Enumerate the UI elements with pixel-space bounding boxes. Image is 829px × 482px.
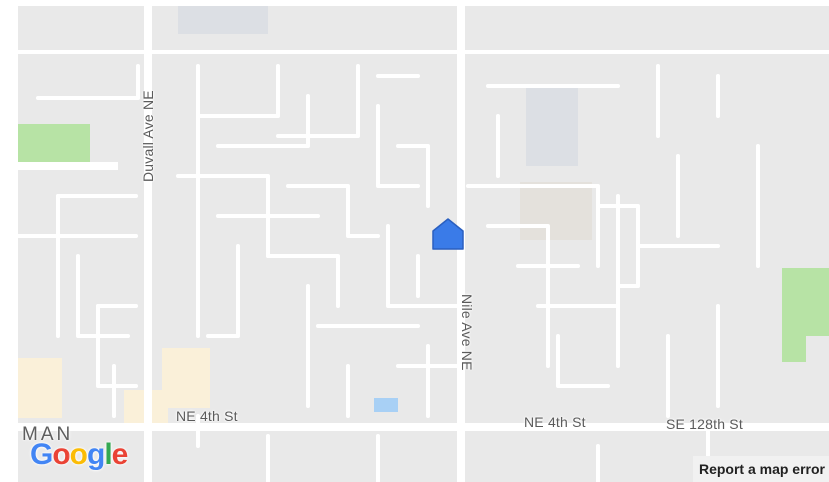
google-logo-letter: e <box>111 438 129 471</box>
water-area <box>374 398 398 412</box>
building-area-3 <box>178 6 268 34</box>
park-area-west <box>18 124 90 164</box>
commercial-area-2 <box>18 358 62 418</box>
street-label-nile-ave: Nile Ave NE <box>459 294 475 371</box>
building-area-1 <box>526 86 578 166</box>
park-area-east <box>782 268 829 362</box>
street-label-ne-4th-st-west: NE 4th St <box>176 408 238 424</box>
minor-roads <box>18 50 829 482</box>
google-logo-letter: G <box>30 438 53 471</box>
home-icon[interactable] <box>430 216 466 252</box>
google-logo-letter: g <box>87 438 105 471</box>
street-label-se-128th-st: SE 128th St <box>666 416 743 432</box>
google-logo-letter: l <box>104 438 112 471</box>
major-roads <box>18 6 829 482</box>
commercial-area-1 <box>162 348 210 408</box>
report-map-error-link[interactable]: Report a map error <box>692 456 829 482</box>
google-logo-letter: o <box>69 438 88 471</box>
street-label-ne-4th-st-east: NE 4th St <box>524 414 586 430</box>
google-logo-letter: o <box>52 438 70 471</box>
place-label: MAN <box>22 424 74 445</box>
building-area-2 <box>520 182 592 240</box>
street-label-duvall-ave: Duvall Ave NE <box>140 90 156 182</box>
google-logo[interactable]: Google <box>30 438 129 472</box>
map-base-layer[interactable] <box>18 6 829 482</box>
map-canvas[interactable]: Duvall Ave NE Nile Ave NE NE 4th St NE 4… <box>18 6 829 482</box>
